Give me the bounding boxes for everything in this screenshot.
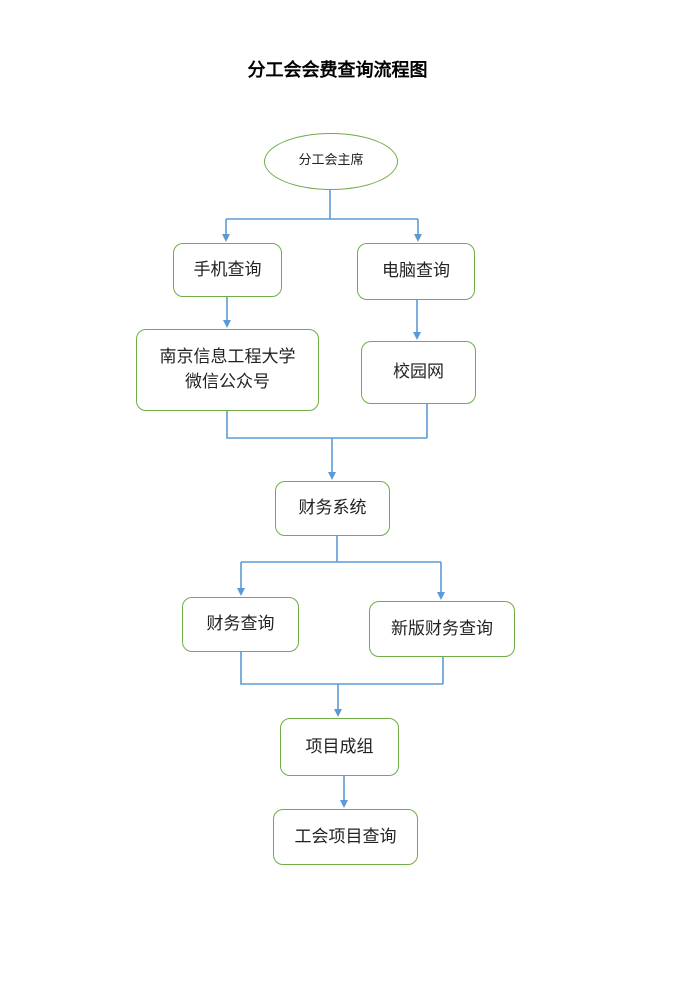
node-finance-system-label: 财务系统 xyxy=(298,498,367,519)
connector-merge-project-group xyxy=(240,652,444,715)
node-union-project-query-label: 工会项目查询 xyxy=(294,826,397,847)
connector-finance-split xyxy=(241,536,441,563)
node-union-project-query: 工会项目查询 xyxy=(273,809,418,865)
node-mobile-query: 手机查询 xyxy=(173,243,282,297)
node-wechat-account: 南京信息工程大学 微信公众号 xyxy=(136,329,319,411)
node-chairman-label: 分工会主席 xyxy=(298,153,364,169)
node-pc-query-label: 电脑查询 xyxy=(382,261,450,282)
node-campus-net: 校园网 xyxy=(361,341,476,404)
node-finance-system: 财务系统 xyxy=(275,481,390,536)
node-finance-query-label: 财务查询 xyxy=(206,614,275,635)
node-mobile-query-label: 手机查询 xyxy=(193,259,262,280)
node-chairman: 分工会主席 xyxy=(264,133,398,190)
connector-merge-finance-system xyxy=(226,404,428,478)
node-new-finance-query: 新版财务查询 xyxy=(369,601,515,657)
node-campus-net-label: 校园网 xyxy=(393,362,444,383)
node-pc-query: 电脑查询 xyxy=(357,243,475,300)
node-new-finance-query-label: 新版财务查询 xyxy=(391,618,493,639)
diagram-title: 分工会会费查询流程图 xyxy=(247,60,428,81)
node-project-group: 项目成组 xyxy=(280,718,399,776)
connector-chairman-split xyxy=(226,190,418,220)
node-wechat-line1: 南京信息工程大学 xyxy=(159,347,296,368)
node-finance-query: 财务查询 xyxy=(182,597,299,652)
node-project-group-label: 项目成组 xyxy=(305,736,374,757)
node-wechat-line2: 微信公众号 xyxy=(185,372,270,392)
